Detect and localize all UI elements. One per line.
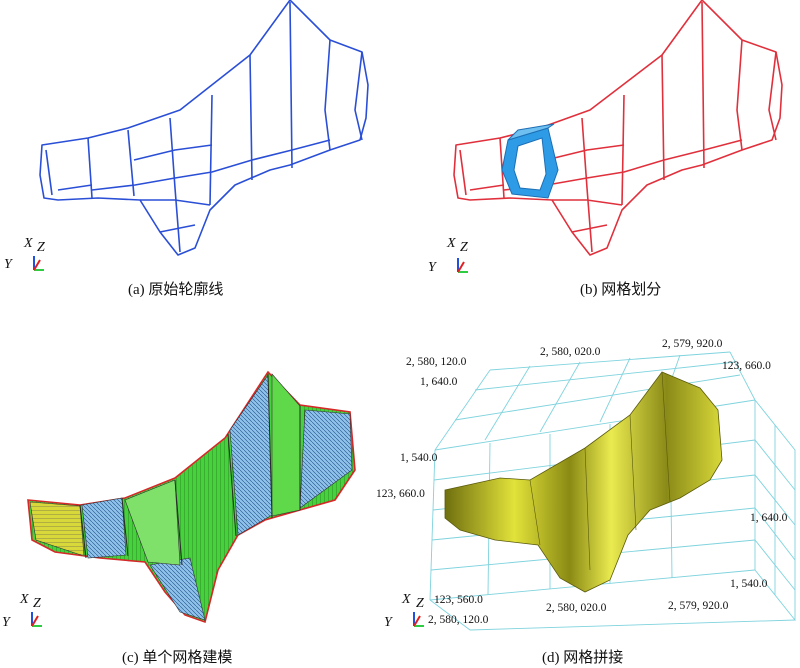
axes-triad-icon [33,256,44,271]
tick-bottom-1: 2, 580, 120.0 [428,614,489,626]
axis-z-label: Z [33,596,41,611]
tick-bottom-2: 2, 580, 020.0 [546,602,607,614]
contour-wireframe-b [453,0,783,256]
panel-c: X Z Y (c) 单个网格建模 [0,330,400,668]
tick-right-z-top: 1, 640.0 [750,512,788,524]
axis-x-label: X [402,592,411,607]
tick-top-right-y: 123, 660.0 [722,360,771,372]
caption-b: (b) 网格划分 [580,282,662,298]
axis-y-label: Y [428,260,436,275]
tick-right-z-bottom: 1, 540.0 [730,578,768,590]
panel-b: X Z Y (b) 网格划分 [400,0,800,310]
axis-x-label: X [24,236,33,251]
tick-bottom-3: 2, 579, 920.0 [668,600,729,612]
axes-triad-icon [457,258,468,273]
caption-c: (c) 单个网格建模 [122,650,233,666]
tick-mid-left-z: 1, 540.0 [400,452,438,464]
axis-z-label: Z [37,240,45,255]
grid-box-d [429,351,796,631]
tick-bottom-left-y: 123, 560.0 [434,594,483,606]
axis-z-label: Z [460,240,468,255]
tick-top-2: 2, 580, 020.0 [540,346,601,358]
tick-top-left-z: 1, 640.0 [420,376,458,388]
axes-triad-icon [31,612,42,627]
caption-a: (a) 原始轮廓线 [128,282,224,298]
axis-y-label: Y [2,615,10,630]
axis-y-label: Y [384,615,392,630]
panel-a: X Z Y (a) 原始轮廓线 [0,0,400,310]
tick-left-y: 123, 660.0 [376,488,425,500]
caption-d: (d) 网格拼接 [542,650,624,666]
axis-x-label: X [20,592,29,607]
tick-top-3: 2, 579, 920.0 [662,338,723,350]
axis-y-label: Y [4,257,12,272]
axes-triad-icon [413,612,424,627]
contour-wireframe-a [39,0,369,256]
mesh-model-c [27,370,356,624]
mesh-cell-highlight [501,123,559,199]
tick-top-1: 2, 580, 120.0 [406,356,467,368]
axis-z-label: Z [416,596,424,611]
panel-d: 2, 580, 120.0 2, 580, 020.0 2, 579, 920.… [376,330,800,668]
axis-x-label: X [447,236,456,251]
stitched-surface [444,371,723,593]
